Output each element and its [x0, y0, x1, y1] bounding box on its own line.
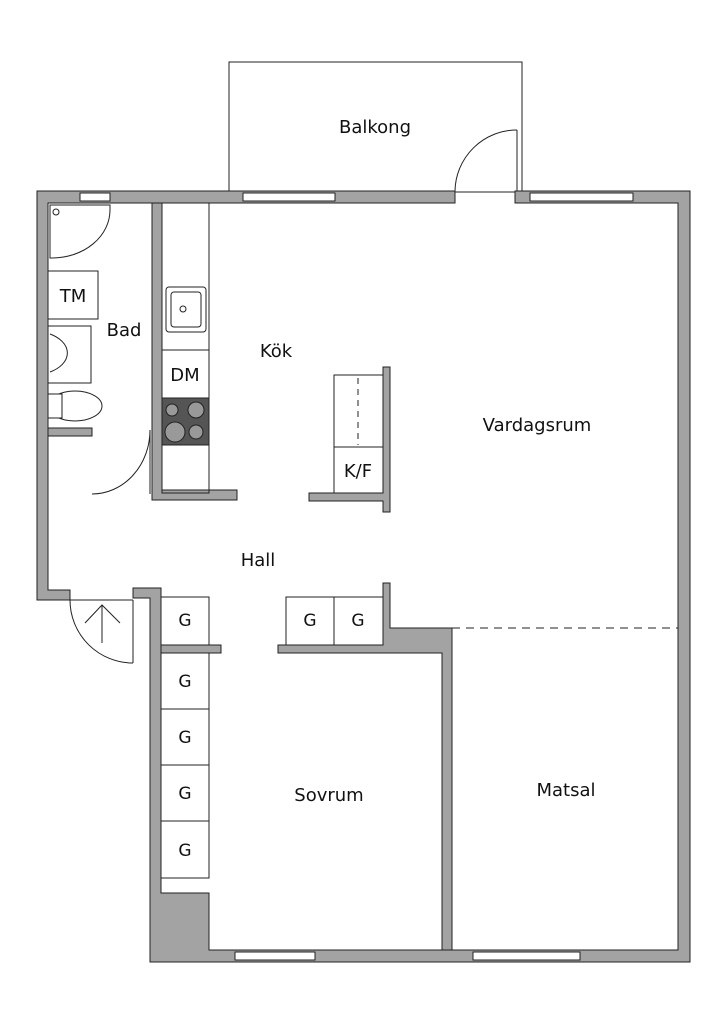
fridge-freezer-label: K/F — [344, 461, 372, 482]
faucet-icon — [179, 305, 187, 313]
stove-burner-icons — [164, 401, 205, 443]
bedroom-wall — [277, 582, 453, 951]
door-swing — [454, 129, 518, 192]
room-label-balcony: Balkong — [339, 117, 411, 138]
room-label-hall: Hall — [241, 550, 276, 571]
window — [242, 192, 336, 202]
bath-wall — [47, 427, 93, 437]
room-label-kitchen: Kök — [260, 341, 293, 362]
window — [529, 192, 634, 202]
room-label-bedroom: Sovrum — [294, 785, 363, 806]
shower-drain-icon — [52, 208, 60, 216]
wardrobe-label: G — [178, 841, 191, 861]
dishwasher-label: DM — [170, 365, 199, 386]
room-label-bathroom: Bad — [107, 320, 142, 341]
entrance-arrow-icon — [84, 604, 121, 643]
shower — [49, 204, 111, 259]
outer-wall — [36, 190, 456, 601]
wardrobe — [160, 820, 210, 879]
wardrobe-label: G — [178, 728, 191, 748]
window — [234, 951, 316, 961]
kitchen-sink-basin — [170, 291, 202, 328]
window — [79, 192, 111, 202]
door-swing — [69, 599, 134, 664]
wardrobe — [160, 596, 210, 646]
room-label-dining-room: Matsal — [536, 780, 595, 801]
sink-icon — [49, 333, 68, 373]
wardrobe-label: G — [178, 611, 191, 631]
fridge-wall — [308, 366, 391, 513]
washing-machine-label: TM — [59, 286, 87, 307]
door-swing — [91, 429, 151, 495]
window — [472, 951, 581, 961]
kitchen-bath-wall — [151, 202, 238, 501]
washing-machine — [47, 270, 99, 320]
kitchen-counter — [161, 202, 210, 494]
wardrobe-label: G — [178, 672, 191, 692]
fridge-freezer — [333, 374, 384, 494]
room-label-living-room: Vardagsrum — [483, 415, 592, 436]
outer-wall-top-right — [132, 190, 691, 963]
toilet-tank — [47, 393, 63, 419]
hall-wall — [160, 644, 222, 654]
wardrobe-label: G — [178, 784, 191, 804]
wardrobe — [333, 596, 384, 646]
sink-cabinet — [47, 325, 92, 384]
wardrobe-label: G — [303, 611, 316, 631]
kitchen-sink-icon — [165, 286, 207, 333]
wardrobe-label: G — [351, 611, 364, 631]
